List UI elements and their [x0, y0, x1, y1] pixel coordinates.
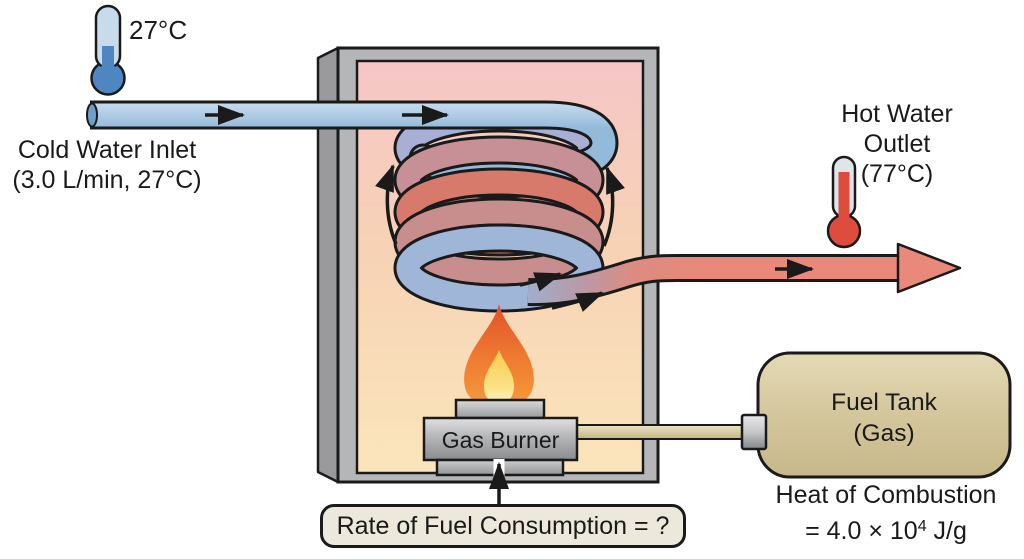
- rate-question-text: Rate of Fuel Consumption = ?: [336, 511, 670, 540]
- cold-thermometer-icon: [90, 4, 126, 96]
- fuel-tank-label: Fuel Tank (Gas): [758, 387, 1010, 449]
- cold-water-inlet-label: Cold Water Inlet (3.0 L/min, 27°C): [0, 135, 216, 195]
- fuel-valve-connector: [740, 413, 768, 451]
- heat-value-exponent: 4: [917, 518, 927, 535]
- hot-outlet-line2: Outlet: [863, 130, 931, 158]
- flame-icon: [464, 304, 534, 406]
- hot-thermometer-icon: [826, 155, 862, 249]
- pipe-open-end: [86, 102, 98, 128]
- cold-temperature-label: 27°C: [129, 15, 188, 45]
- heat-value-unit: J/g: [926, 517, 967, 545]
- hot-water-arrowhead: [896, 242, 962, 294]
- heating-coil: [393, 135, 605, 313]
- convection-arrow-left: [375, 164, 398, 245]
- rate-of-fuel-consumption-callout: Rate of Fuel Consumption = ?: [320, 504, 686, 548]
- fuel-pipe: [559, 424, 751, 440]
- gas-burner-label: Gas Burner: [441, 427, 560, 453]
- hot-outlet-line1: Hot Water: [841, 100, 953, 128]
- flow-arrows: [205, 105, 814, 312]
- exit-flow-arrow: [519, 272, 562, 292]
- heat-combustion-line2: = 4.0 × 104 J/g: [754, 511, 1018, 547]
- convection-arrow-bottom: [551, 291, 604, 312]
- heat-combustion-line1: Heat of Combustion: [775, 481, 997, 509]
- gas-burner: [422, 398, 579, 477]
- burner-top: [454, 398, 546, 420]
- heat-of-combustion-label: Heat of Combustion = 4.0 × 104 J/g: [754, 480, 1018, 547]
- hot-water-outlet-label: Hot Water Outlet (77°C): [792, 99, 1002, 189]
- cold-inlet-line1: Cold Water Inlet: [17, 136, 197, 164]
- cold-inlet-line2: (3.0 L/min, 27°C): [12, 166, 202, 194]
- heat-value-base: = 4.0 × 10: [805, 517, 918, 545]
- convection-arrow-right: [602, 166, 625, 247]
- fuel-tank-line1: Fuel Tank: [831, 389, 937, 416]
- hot-outlet-line3: (77°C): [860, 160, 934, 188]
- fuel-tank-line2: (Gas): [853, 420, 915, 447]
